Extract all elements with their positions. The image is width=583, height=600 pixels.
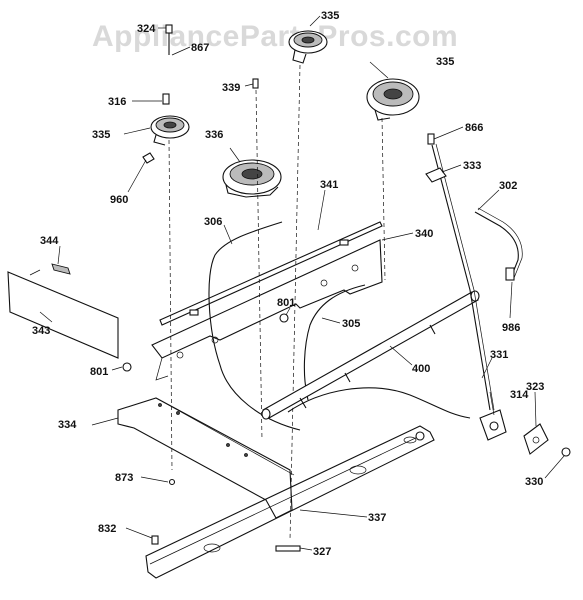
valve-314[interactable]	[479, 409, 507, 441]
screw-339[interactable]	[252, 78, 259, 89]
bracket-323[interactable]	[523, 423, 549, 455]
callout-335-right: 335	[436, 56, 454, 68]
callout-337: 337	[368, 512, 386, 524]
callout-324: 324	[137, 23, 156, 35]
screw-324[interactable]	[165, 24, 173, 55]
burner-top-center[interactable]	[288, 30, 328, 64]
callout-327: 327	[313, 546, 331, 558]
callout-340: 340	[415, 228, 433, 240]
plate-327[interactable]	[275, 545, 301, 552]
callout-986: 986	[502, 322, 520, 334]
burner-center-large[interactable]	[222, 159, 282, 198]
callout-336: 336	[205, 129, 223, 141]
screw-832[interactable]	[151, 535, 159, 545]
callout-867: 867	[191, 42, 209, 54]
callout-305: 305	[342, 318, 360, 330]
rod-331[interactable]	[431, 144, 491, 411]
tube-302[interactable]	[474, 211, 519, 281]
callout-334: 334	[58, 419, 77, 431]
callout-335-top: 335	[321, 10, 339, 22]
bracket-341[interactable]	[159, 221, 383, 326]
screw-801-left[interactable]	[122, 362, 132, 372]
callout-960: 960	[110, 194, 128, 206]
callout-333: 333	[463, 160, 481, 172]
callout-316: 316	[108, 96, 126, 108]
callout-335-left: 335	[92, 129, 110, 141]
callout-341: 341	[320, 179, 338, 191]
pilot-tube[interactable]	[287, 387, 471, 419]
panel-340[interactable]	[151, 239, 383, 359]
watermark-text: AppliancePartsPros.com	[92, 20, 458, 53]
callout-400: 400	[412, 363, 430, 375]
callout-801-center: 801	[277, 297, 295, 309]
callout-330: 330	[525, 476, 543, 488]
fitting-333[interactable]	[425, 167, 447, 183]
callout-339: 339	[222, 82, 240, 94]
callout-832: 832	[98, 523, 116, 535]
callout-331: 331	[490, 349, 508, 361]
clip-344[interactable]	[51, 263, 71, 275]
leader-lines	[39, 15, 565, 551]
callout-314: 314	[510, 389, 529, 401]
callout-306: 306	[204, 216, 222, 228]
callout-343: 343	[32, 325, 50, 337]
nut-960[interactable]	[142, 152, 155, 164]
screw-330[interactable]	[561, 447, 571, 457]
callout-302: 302	[499, 180, 517, 192]
shield-343[interactable]	[7, 271, 119, 359]
pin-873[interactable]	[168, 478, 176, 486]
screw-801-center[interactable]	[279, 313, 289, 323]
tube-305[interactable]	[303, 284, 366, 401]
fitting-986[interactable]	[505, 267, 515, 281]
callout-801-left: 801	[90, 366, 108, 378]
callout-323: 323	[526, 381, 544, 393]
fitting-866[interactable]	[427, 133, 435, 145]
burner-left[interactable]	[150, 115, 190, 146]
burner-right-large[interactable]	[366, 78, 420, 121]
rail-337[interactable]	[145, 425, 435, 579]
callout-873: 873	[115, 472, 133, 484]
callout-344: 344	[40, 235, 59, 247]
pin-316[interactable]	[162, 93, 170, 105]
callout-866: 866	[465, 122, 483, 134]
tube-306[interactable]	[208, 221, 301, 431]
